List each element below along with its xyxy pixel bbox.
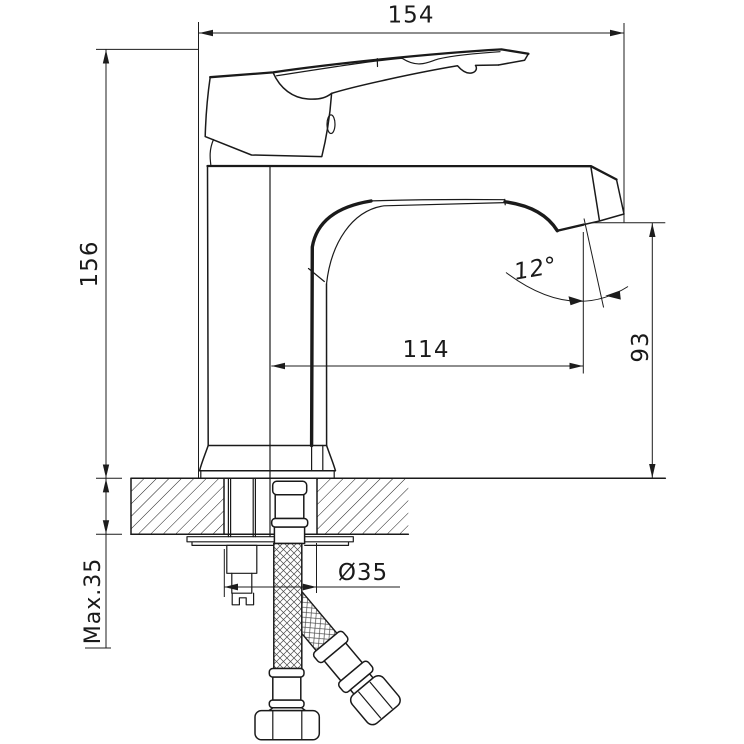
dim-spout-angle-label: 12° [512,253,560,286]
mounting-plate [186,536,354,546]
angle-reference-line [583,218,605,308]
dim-deck-thickness: Max.35 [81,478,122,649]
dim-overall-width-label: 154 [388,3,435,29]
dim-deck-thickness-label: Max.35 [81,558,106,644]
dim-overall-height: 156 [77,48,199,479]
countertop-section [130,477,667,536]
spout-tip-curve [503,200,559,233]
base-flare [198,444,337,472]
dim-hole-diameter-label: Ø35 [338,560,388,586]
dim-spout-angle: 12° [505,218,629,308]
hose1-top-bulge [271,480,308,496]
supply-hose-vertical [254,480,321,741]
handle-indicator-dot [326,114,336,135]
spout-under-outer [325,202,506,285]
hose1-braid [273,542,303,670]
stud-slotted-tip [231,592,255,606]
dim-overall-width: 154 [198,3,625,478]
dim-hole-diameter: Ø35 [223,543,400,597]
hose2-hex-nut [349,674,401,726]
aerator-face [556,223,585,232]
spout-top-edge [206,164,618,181]
dim-outlet-height-label: 93 [628,331,654,362]
hose1-hex-nut [254,709,321,741]
mounting-stud [226,478,258,606]
lever-tip [497,53,530,66]
base-gasket [200,444,335,479]
hose1-collar [268,667,305,678]
spout-end-cap [582,166,625,226]
counter-hatch-left [131,478,224,535]
lever-top-edge [209,48,530,79]
counter-hatch-right [317,478,409,535]
handle-lever [204,48,530,166]
mounting-hole-walls [223,477,318,536]
dim-spout-reach: 114 [271,232,584,374]
dimension-annotations: 154 156 93 114 12° [77,3,666,649]
dim-overall-height-label: 156 [77,241,103,288]
handle-grip-outline [204,71,333,158]
body-left-edge [206,165,209,447]
lever-inner-line [275,51,501,77]
lever-underside [330,64,500,95]
dim-spout-reach-label: 114 [403,337,450,363]
dim-outlet-height: 93 [591,222,666,479]
spout-inner-arch [309,199,373,448]
spout-under-inner [371,198,506,202]
